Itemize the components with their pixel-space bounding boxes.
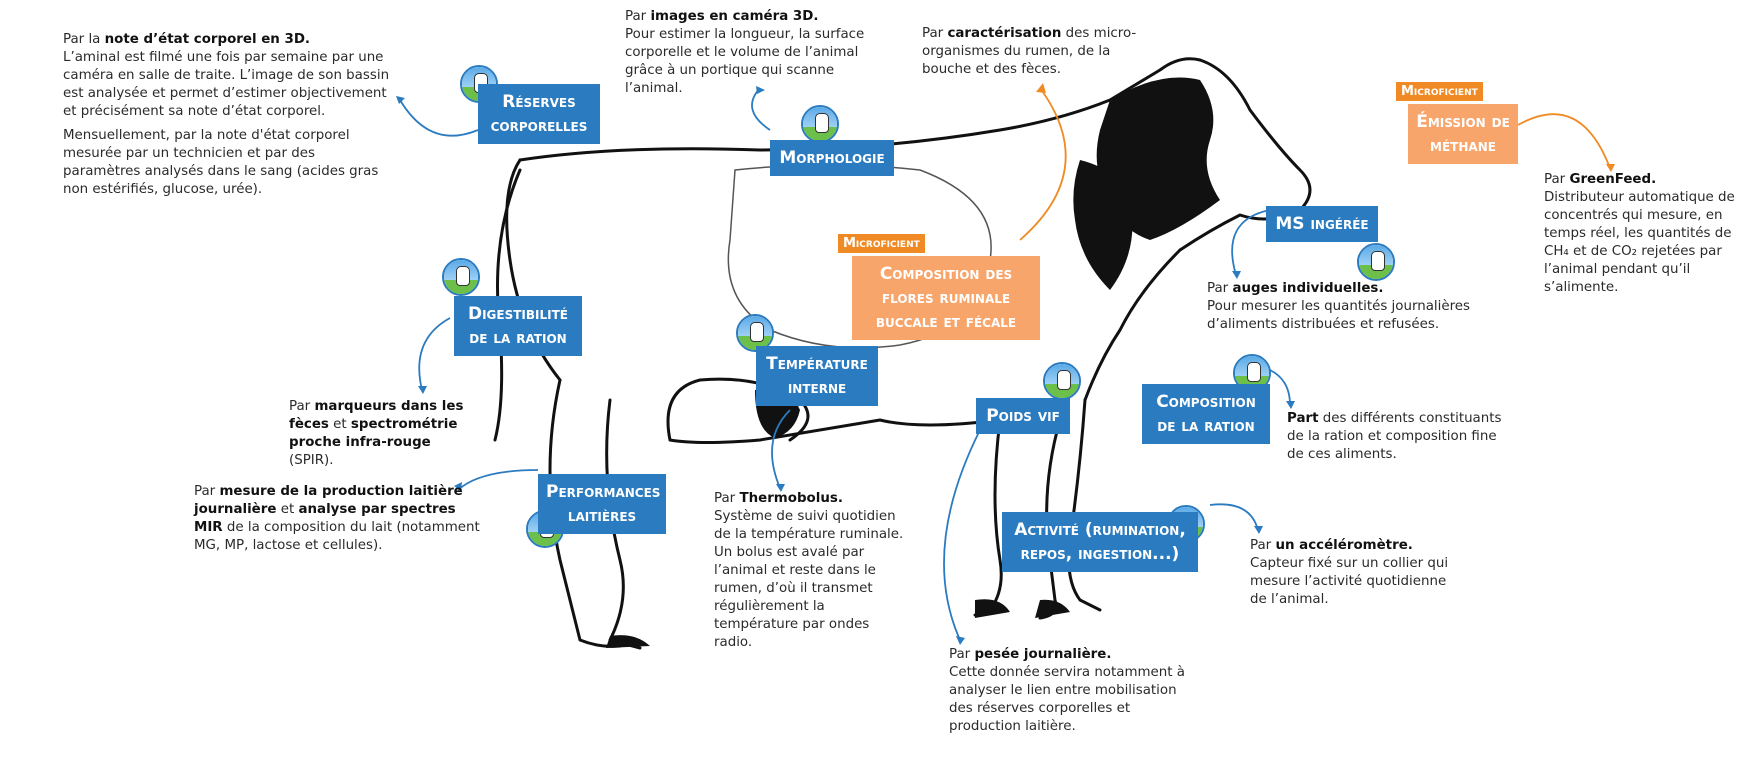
desc-methane: Par GreenFeed.Distributeur automatique d… [1544,172,1735,295]
box-digestibilite: Digestibilité de la ration [454,296,582,356]
box-ms-ingeree: MS ingérée [1266,206,1378,242]
box-composition-ration: Composition de la ration [1142,384,1270,444]
box-reserves-corporelles: Réserves corporelles [478,84,600,144]
deffilait-logo [1357,243,1395,281]
desc-ms-ingeree: Par auges individuelles.Pour mesurer les… [1207,281,1471,332]
deffilait-logo [442,258,480,296]
desc-morphologie: Par images en caméra 3D.Pour estimer la … [625,9,865,96]
desc-performances: Par mesure de la production laitière jou… [194,484,480,553]
tag-microficient: Microficient [1396,82,1483,101]
deffilait-logo [801,105,839,143]
desc-activite: Par un accéléromètre.Capteur fixé sur un… [1250,538,1449,607]
desc-temperature: Par Thermobolus.Système de suivi quotidi… [714,491,904,650]
box-activite: Activité (rumination, repos, ingestion..… [1002,512,1198,572]
box-temperature-interne: Température interne [756,346,878,406]
desc-reserves: Par la note d’état corporel en 3D.L’amin… [63,32,390,197]
box-performances-laitieres: Performances laitières [538,474,666,534]
deffilait-logo [1043,362,1081,400]
box-poids-vif: Poids vif [976,398,1070,434]
desc-digestibilite: Par marqueurs dans les fèces et spectrom… [289,399,464,468]
box-emission-methane: Émission de méthane [1408,104,1518,164]
desc-flores: Par caractérisation des micro-organismes… [922,26,1137,77]
desc-composition-ration: Part des différents constituants de la r… [1287,411,1502,462]
box-composition-flores: Composition des flores ruminale buccale … [852,256,1040,340]
desc-poids: Par pesée journalière.Cette donnée servi… [949,647,1185,734]
deffilait-logo [736,314,774,352]
box-morphologie: Morphologie [770,140,894,176]
tag-microficient: Microficient [838,234,925,253]
